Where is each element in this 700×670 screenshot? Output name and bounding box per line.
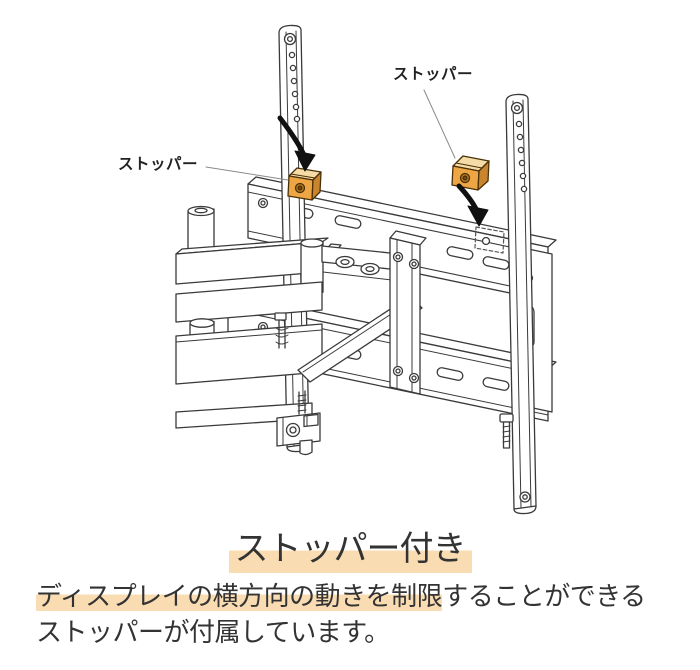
rail-fixing-screw bbox=[499, 413, 514, 449]
description-text: ディスプレイの横方向の動きを制限することができる ストッパーが付属しています。 bbox=[36, 578, 676, 650]
stopper-left-block bbox=[287, 167, 322, 201]
install-arrow-right-icon bbox=[456, 183, 489, 227]
leader-line-right bbox=[423, 89, 456, 159]
section-title-row: ストッパー付き bbox=[0, 521, 700, 573]
wall-mount-bracket-diagram bbox=[175, 24, 557, 515]
stopper-label-left: ストッパー bbox=[118, 156, 199, 173]
description-highlighted-phrase: ディスプレイの横方向の動きを制限 bbox=[36, 581, 443, 611]
right-vertical-rail bbox=[505, 93, 537, 515]
left-vertical-rail bbox=[278, 24, 310, 453]
stopper-target-outline bbox=[474, 226, 505, 254]
install-arrow-left-icon bbox=[277, 115, 316, 172]
description-line-1: ディスプレイの横方向の動きを制限することができる bbox=[36, 578, 676, 614]
stopper-label-right: ストッパー bbox=[393, 66, 474, 83]
adjustment-bolt bbox=[274, 312, 289, 349]
leader-line-left bbox=[205, 166, 289, 181]
description-line-2: ストッパーが付属しています。 bbox=[36, 617, 390, 647]
description-line-1-rest: することができる bbox=[442, 581, 646, 611]
bottom-hinge bbox=[276, 390, 321, 456]
section-title: ストッパー付き bbox=[228, 521, 472, 573]
stopper-right-block bbox=[451, 155, 490, 191]
arm-linkage bbox=[297, 230, 427, 395]
